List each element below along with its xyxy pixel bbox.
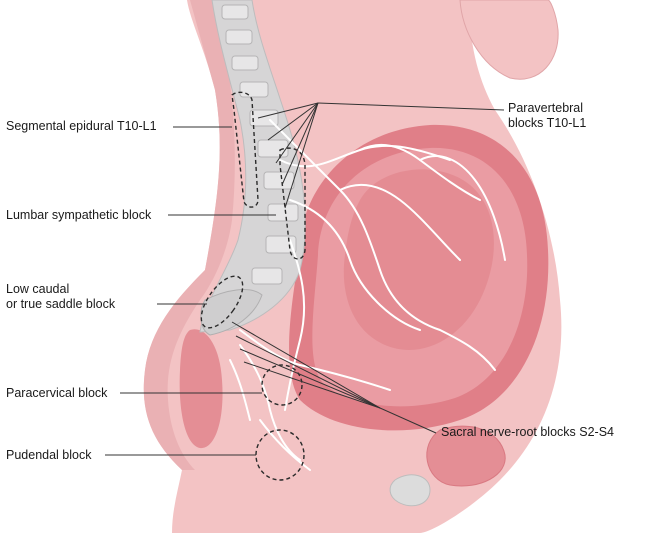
label-sacral-nerve-root: Sacral nerve-root blocks S2-S4 (441, 425, 614, 439)
leader-lines (105, 102, 505, 456)
nerve-branches (229, 119, 506, 471)
block-outlines (200, 91, 306, 481)
label-paravertebral-line1: Paravertebral (508, 101, 584, 115)
low-caudal-region (200, 275, 244, 329)
segmental-epidural-region (231, 91, 259, 208)
pubic-bone (389, 474, 431, 507)
paracervical-region (261, 364, 303, 406)
label-low-caudal: Low caudal or true saddle block (6, 282, 115, 312)
label-low-caudal-line1: Low caudal (6, 282, 70, 296)
label-paravertebral: Paravertebral blocks T10-L1 (508, 101, 586, 131)
pudendal-region (255, 429, 305, 481)
label-lumbar-sympathetic: Lumbar sympathetic block (6, 208, 152, 222)
bladder (426, 425, 506, 487)
label-segmental-epidural: Segmental epidural T10-L1 (6, 119, 157, 133)
label-pudendal: Pudendal block (6, 448, 92, 462)
label-low-caudal-line2: or true saddle block (6, 297, 116, 311)
back-shading (143, 0, 235, 470)
breast (459, 0, 559, 80)
lumbar-sympathetic-region (279, 147, 306, 260)
label-paracervical: Paracervical block (6, 386, 108, 400)
label-paravertebral-line2: blocks T10-L1 (508, 116, 587, 130)
rectum (179, 329, 223, 449)
